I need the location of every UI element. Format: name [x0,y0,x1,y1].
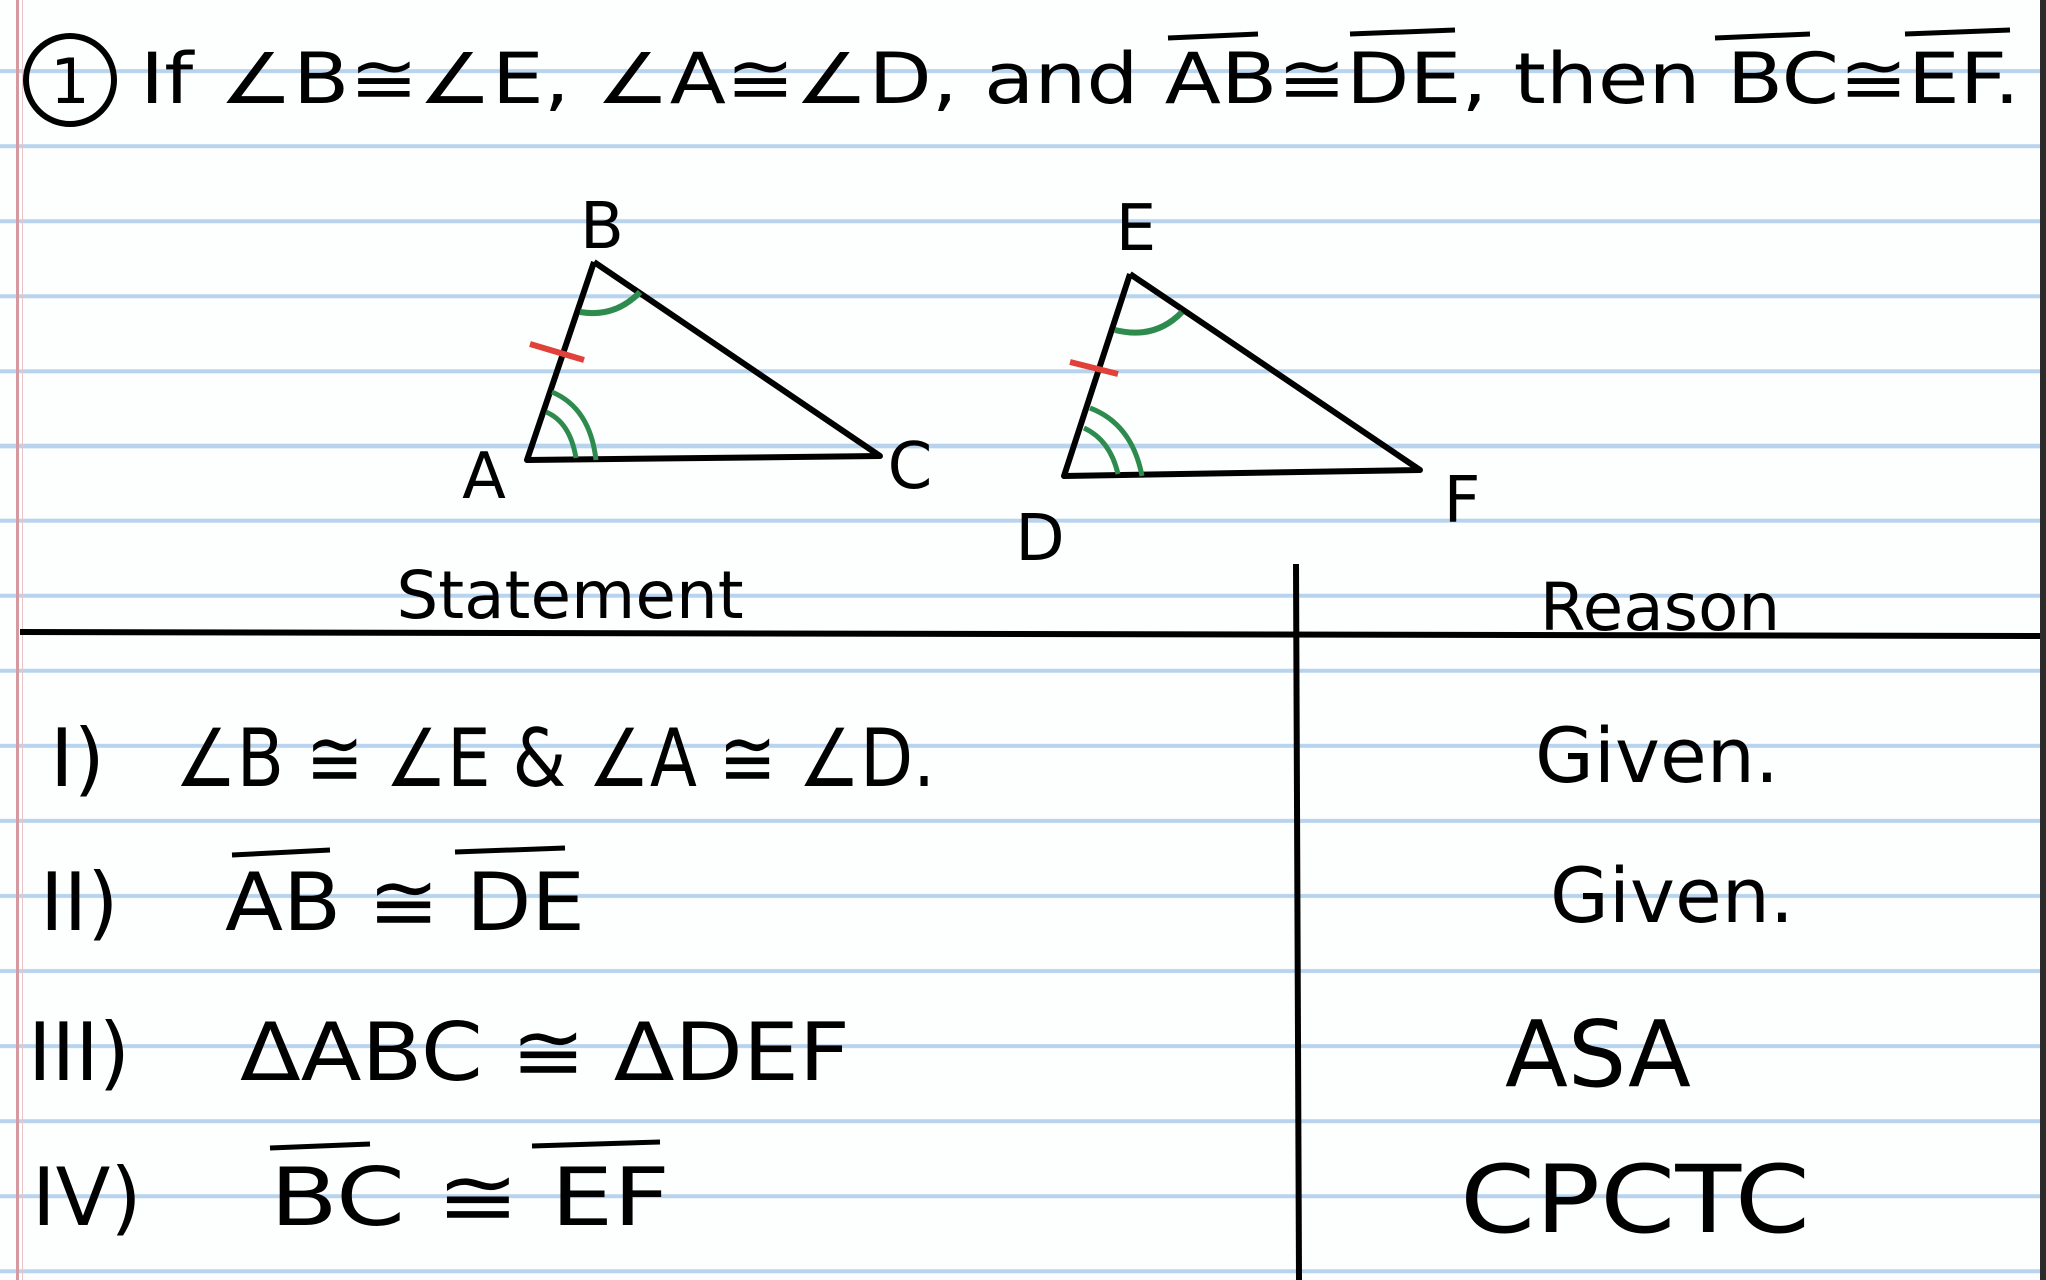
overbar-de-title [1349,27,1456,37]
margin-line-secondary [22,0,23,1280]
row-reason: Given. [1550,851,1794,940]
row-statement: BC ≅ EF [270,1151,670,1244]
table-row: II) AB ≅ DE Given. [40,845,1794,949]
row-number: I) [50,712,105,805]
overbar-ef-title [1904,27,2011,37]
vertex-e: E [1116,192,1156,266]
row-reason: Given. [1535,711,1779,800]
margin-line [16,0,19,1280]
problem-text: If ∠B≅∠E, ∠A≅∠D, and AB≅DE, then BC≅EF. [140,38,2020,120]
table-column-divider [1293,563,1302,1280]
row-statement: ∠B ≅ ∠E & ∠A ≅ ∠D. [175,712,935,805]
table-row: III) ΔABC ≅ ΔDEF ASA [28,1001,1691,1108]
tick-de [1069,359,1119,377]
arc-angle-a-outer [550,389,599,461]
vertex-d: D [1015,502,1064,576]
triangle-def-outline [1061,271,1423,479]
row-number: IV) [32,1151,142,1244]
table-row: I) ∠B ≅ ∠E & ∠A ≅ ∠D. Given. [50,711,1779,805]
vertex-f: F [1444,464,1481,538]
vertex-a: A [462,440,506,514]
arc-angle-d-inner [1082,425,1121,475]
problem-number-circle [23,33,117,127]
triangle-abc-outline [524,259,883,463]
row-statement: AB ≅ DE [225,856,585,949]
row-number: II) [40,856,118,949]
row-statement: ΔABC ≅ ΔDEF [240,1006,850,1099]
overbar-ef [531,1139,661,1149]
overbar-ab [231,847,331,858]
proof-table: Statement Reason [19,557,2041,1280]
vertex-c: C [888,430,933,504]
row-reason: CPCTC [1460,1146,1810,1255]
vertex-b: B [580,190,624,264]
header-statement: Statement [396,557,743,634]
table-header-rule [19,629,2041,639]
tick-ab [529,341,585,363]
arc-angle-d-outer [1089,405,1145,477]
overbar-ab-title [1167,31,1259,41]
arc-angle-b [579,289,643,317]
row-number: III) [28,1006,130,1099]
triangle-abc: B A C [462,190,932,514]
triangle-def: E D F [1015,192,1480,576]
problem-statement: 1 If ∠B≅∠E, ∠A≅∠D, and AB≅DE, then BC≅EF… [23,27,2020,127]
overbar-bc [269,1141,371,1151]
page-edge [2040,0,2046,1280]
problem-number: 1 [50,45,89,118]
table-row: IV) BC ≅ EF CPCTC [32,1139,1810,1255]
header-reason: Reason [1540,569,1781,646]
arc-angle-a-inner [544,409,579,459]
row-reason: ASA [1505,1001,1691,1108]
arc-angle-e [1114,309,1185,336]
overbar-de [454,845,566,855]
overbar-bc-title [1714,31,1811,41]
